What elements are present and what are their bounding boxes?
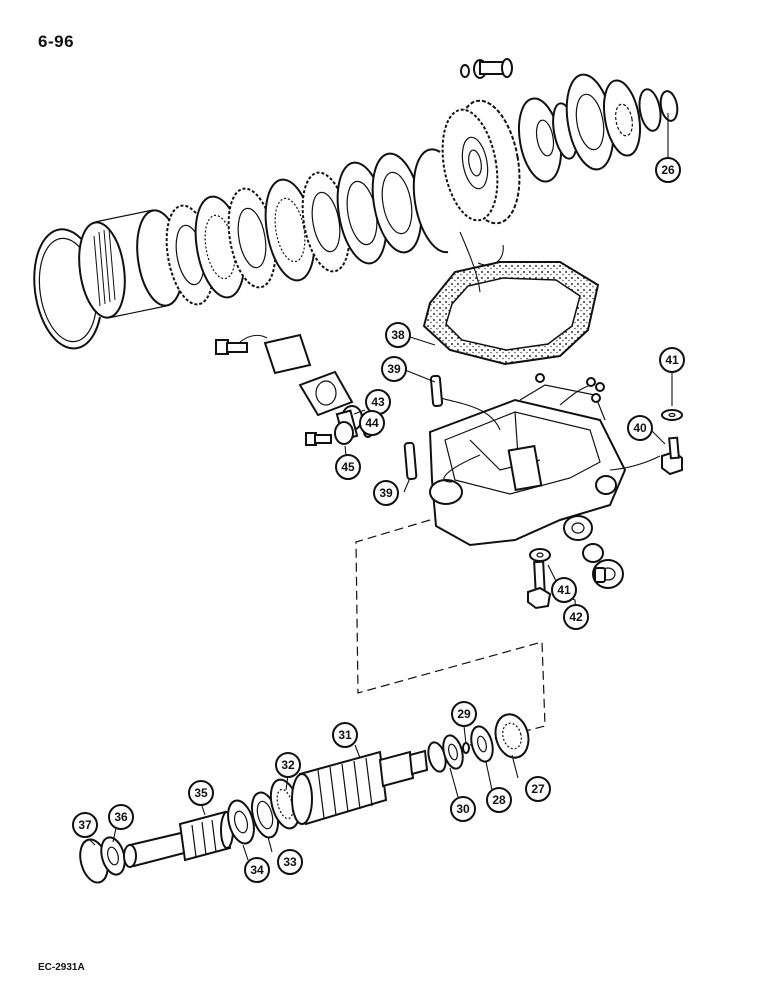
callout-37: 37 — [72, 812, 98, 838]
housing-gasket — [422, 261, 600, 366]
assembly-path-line — [355, 519, 546, 746]
svg-text:37: 37 — [78, 818, 92, 832]
sensor-body — [334, 405, 363, 445]
input-shaft-35 — [123, 810, 234, 868]
svg-text:41: 41 — [557, 583, 571, 597]
callout-32: 32 — [275, 752, 301, 778]
callout-38: 38 — [385, 322, 411, 348]
svg-text:40: 40 — [633, 421, 647, 435]
callout-44: 44 — [359, 410, 385, 436]
callout-28: 28 — [486, 787, 512, 813]
callout-34: 34 — [244, 857, 270, 883]
callout-39-lower: 39 — [373, 480, 399, 506]
ball-29 — [462, 742, 470, 754]
callout-35: 35 — [188, 780, 214, 806]
bolt-40 — [661, 436, 683, 476]
svg-text:43: 43 — [371, 395, 385, 409]
callout-26: 26 — [655, 157, 681, 183]
gear-retaining-bolt — [460, 58, 513, 79]
svg-text:26: 26 — [661, 163, 675, 177]
needle-bearing-hub — [78, 209, 184, 319]
callout-41-upper: 41 — [659, 347, 685, 373]
drain-plug — [582, 543, 624, 589]
svg-text:29: 29 — [457, 707, 471, 721]
svg-text:44: 44 — [365, 416, 379, 430]
clutch-pack-group — [33, 58, 679, 350]
snap-ring-clutch — [412, 148, 449, 254]
callout-33: 33 — [277, 849, 303, 875]
callout-42: 42 — [563, 604, 589, 630]
steel-plate-2 — [264, 178, 316, 282]
svg-text:42: 42 — [569, 610, 583, 624]
svg-text:32: 32 — [281, 758, 295, 772]
figure-code: EC-2931A — [38, 962, 85, 973]
svg-text:45: 45 — [341, 460, 355, 474]
callout-40: 40 — [627, 415, 653, 441]
callout-29: 29 — [451, 701, 477, 727]
dowel-pin-upper — [429, 374, 444, 408]
pressure-plate — [371, 152, 423, 254]
cover-plate — [263, 333, 312, 375]
cover-plate-assembly — [215, 333, 373, 446]
output-shaft-assembly — [79, 713, 530, 884]
callout-27: 27 — [525, 776, 551, 802]
spacer-28 — [470, 725, 494, 763]
main-shaft-31 — [291, 749, 429, 826]
svg-text:38: 38 — [391, 328, 405, 342]
svg-text:31: 31 — [338, 728, 352, 742]
drive-gear — [441, 99, 521, 225]
svg-text:33: 33 — [283, 855, 297, 869]
bolt-42 — [527, 560, 552, 610]
callout-36: 36 — [108, 804, 134, 830]
svg-text:34: 34 — [250, 863, 264, 877]
washer-30b — [442, 734, 464, 770]
retainer-washer — [638, 88, 662, 132]
dowel-pin-lower — [403, 441, 418, 481]
washer-41-lower — [529, 548, 551, 562]
washer-41-upper — [661, 409, 683, 421]
page-number: 6-96 — [38, 32, 75, 51]
svg-text:41: 41 — [665, 353, 679, 367]
mounting-flange — [298, 370, 354, 417]
callout-45: 45 — [335, 454, 361, 480]
callout-31: 31 — [332, 722, 358, 748]
spring-washer — [603, 79, 641, 157]
friction-disc-2 — [227, 187, 277, 289]
svg-text:39: 39 — [387, 362, 401, 376]
callout-39-upper: 39 — [381, 356, 407, 382]
svg-text:28: 28 — [492, 793, 506, 807]
cover-bolt — [215, 339, 248, 355]
callout-43: 43 — [365, 389, 391, 415]
bearing-27 — [494, 713, 530, 759]
adapter-bolt — [305, 432, 332, 446]
svg-text:30: 30 — [456, 802, 470, 816]
snap-ring-small — [659, 90, 679, 122]
svg-text:35: 35 — [194, 786, 208, 800]
svg-text:39: 39 — [379, 486, 393, 500]
svg-text:36: 36 — [114, 810, 128, 824]
callout-30: 30 — [450, 796, 476, 822]
callout-41-lower: 41 — [551, 577, 577, 603]
transmission-housing — [428, 373, 661, 547]
svg-text:27: 27 — [531, 782, 545, 796]
washer-36 — [100, 836, 126, 876]
